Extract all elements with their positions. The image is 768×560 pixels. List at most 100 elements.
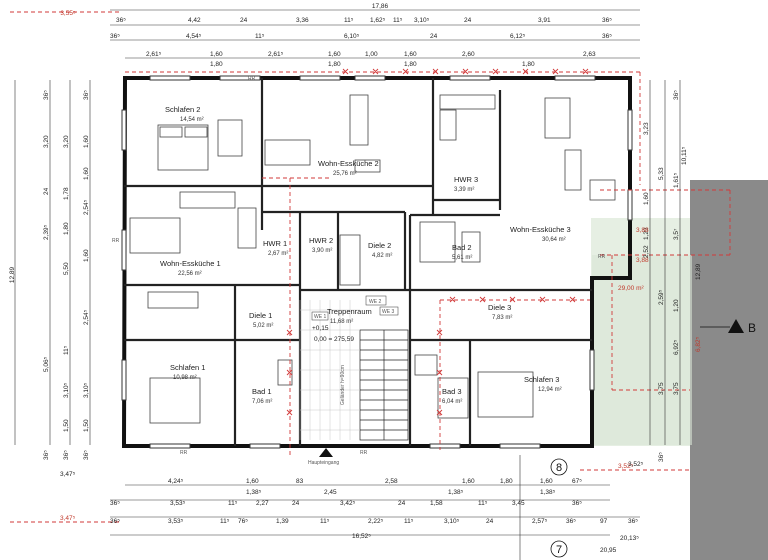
dim-bottom-red-left: 3,47⁵ [60, 515, 76, 522]
dim-right-red: 3,88 6,82⁵ 3,52⁵ [618, 227, 702, 470]
room-label: Diele 1 [249, 311, 272, 320]
svg-text:2,57⁵: 2,57⁵ [532, 518, 548, 525]
annotations: WE 2 WE 1 WE 3 +0,15 0,00 = 275,59 Gelän… [112, 76, 644, 466]
svg-text:2,61⁵: 2,61⁵ [146, 51, 162, 58]
room-area: 6,04 m² [442, 399, 462, 405]
grid-axis-8: 8 [550, 458, 568, 476]
section-marker: B [700, 319, 756, 335]
svg-text:24: 24 [240, 17, 248, 24]
svg-text:3,88: 3,88 [636, 227, 649, 234]
svg-text:1,80: 1,80 [63, 222, 70, 235]
svg-text:1,60: 1,60 [210, 51, 223, 58]
svg-text:36⁵: 36⁵ [110, 33, 120, 40]
svg-text:24: 24 [398, 500, 406, 507]
svg-text:1,80: 1,80 [328, 61, 341, 68]
svg-text:3,5⁷: 3,5⁷ [673, 228, 680, 240]
svg-text:1,60: 1,60 [83, 249, 90, 262]
rr-marker: RR [598, 254, 606, 260]
level-marker: +0,15 [312, 325, 329, 332]
room-area: 3,90 m² [312, 248, 332, 254]
svg-text:7: 7 [556, 544, 562, 556]
room-label: HWR 2 [309, 236, 333, 245]
svg-text:36⁵: 36⁵ [63, 450, 70, 460]
svg-text:1,60: 1,60 [404, 51, 417, 58]
svg-text:36⁵: 36⁵ [116, 17, 126, 24]
rr-marker: RR [248, 76, 256, 82]
room-label: HWR 1 [263, 239, 287, 248]
dim-bottom-row-1b: 1,38⁵ 2,45 1,38⁵ 1,38⁵ [246, 489, 556, 496]
svg-text:1,20: 1,20 [673, 299, 680, 312]
dim-row-3b: 1,80 1,80 1,80 1,80 [210, 61, 535, 68]
room-area: 4,82 m² [372, 253, 392, 259]
room-area: 5,02 m² [253, 323, 273, 329]
svg-text:36⁵: 36⁵ [43, 90, 50, 100]
svg-text:36⁵: 36⁵ [83, 450, 90, 460]
level-datum: 0,00 = 275,59 [314, 336, 354, 343]
rr-marker: RR [360, 450, 368, 456]
room-area: 30,64 m² [542, 237, 566, 243]
svg-text:1,38⁵: 1,38⁵ [246, 489, 262, 496]
section-arrow-icon [728, 319, 744, 333]
svg-text:4,42: 4,42 [188, 17, 201, 24]
room-area: 7,06 m² [252, 399, 272, 405]
svg-text:83: 83 [296, 478, 304, 485]
room-area: 10,98 m² [173, 375, 197, 381]
dim-row-1: 36⁵ 4,42 24 3,36 11⁵ 1,62⁵ 11⁵ 3,10⁵ 24 … [116, 17, 612, 24]
dim-right-a: 3,23 5,33 1,60 1,23 2,52 2,59⁵ 3,75 36⁵ [643, 122, 665, 462]
room-area: 3,39 m² [454, 187, 474, 193]
svg-text:2,45: 2,45 [324, 489, 337, 496]
svg-text:36⁵: 36⁵ [83, 90, 90, 100]
room-label: Bad 2 [452, 243, 472, 252]
dim-right-c: 10,11⁵ 3,88 12,89 [636, 146, 702, 280]
room-area: 5,61 m² [452, 255, 472, 261]
stair-note: Geländer h=90cm [340, 365, 346, 405]
svg-text:8: 8 [556, 462, 562, 474]
svg-text:3,75: 3,75 [673, 382, 680, 395]
room-label: Treppenraum [327, 307, 372, 316]
dim-bottom-left: 3,47⁵ [60, 471, 76, 478]
entrance-arrow-icon [319, 448, 333, 457]
svg-text:2,52: 2,52 [643, 245, 650, 258]
room-area: 2,67 m² [268, 251, 288, 257]
svg-text:1,50: 1,50 [83, 419, 90, 432]
dim-row-3a: 2,61⁵ 1,60 2,61⁵ 1,60 1,00 1,60 2,60 2,6… [146, 51, 596, 58]
dim-bottom-overall: 16,52⁵ [352, 533, 371, 540]
rr-marker: RR [112, 238, 120, 244]
svg-text:1,60: 1,60 [83, 167, 90, 180]
svg-text:20,13⁵: 20,13⁵ [620, 535, 639, 542]
svg-text:6,10⁵: 6,10⁵ [344, 33, 360, 40]
dim-left-b: 3,20 1,78 5,50 1,80 11⁵ 3,10⁵ 1,50 36⁵ [63, 135, 70, 460]
svg-text:11⁵: 11⁵ [63, 345, 70, 355]
svg-text:36⁵: 36⁵ [658, 452, 665, 462]
svg-text:1,80: 1,80 [404, 61, 417, 68]
unit-label-we2: WE 2 [369, 299, 381, 305]
svg-text:36⁵: 36⁵ [602, 17, 612, 24]
svg-text:2,58: 2,58 [385, 478, 398, 485]
svg-text:12,89: 12,89 [695, 263, 702, 280]
svg-text:11⁵: 11⁵ [393, 17, 403, 24]
svg-text:6,92⁵: 6,92⁵ [673, 339, 680, 355]
svg-text:2,27: 2,27 [256, 500, 269, 507]
grid-axis-7: 7 [550, 540, 568, 558]
svg-text:3,10⁵: 3,10⁵ [414, 17, 430, 24]
exterior-walls [121, 76, 632, 448]
svg-text:3,20: 3,20 [43, 135, 50, 148]
entrance-label: Haupteingang [308, 460, 339, 466]
svg-text:2,59⁵: 2,59⁵ [658, 289, 665, 305]
svg-text:11⁵: 11⁵ [404, 518, 414, 525]
svg-text:1,80: 1,80 [210, 61, 223, 68]
svg-text:36⁵: 36⁵ [110, 518, 120, 525]
svg-text:6,82⁵: 6,82⁵ [695, 336, 702, 352]
svg-text:36⁵: 36⁵ [673, 90, 680, 100]
room-labels: Schlafen 2 14,54 m² Wohn-Essküche 2 25,7… [160, 105, 571, 405]
svg-text:3,53⁵: 3,53⁵ [168, 518, 184, 525]
red-markup [10, 11, 731, 523]
room-area: 22,56 m² [178, 271, 202, 277]
svg-text:24: 24 [464, 17, 472, 24]
furniture [129, 94, 616, 424]
svg-text:1,80: 1,80 [500, 478, 513, 485]
staircase [359, 329, 409, 441]
svg-text:1,60: 1,60 [328, 51, 341, 58]
svg-text:4,24⁵: 4,24⁵ [168, 478, 184, 485]
svg-text:3,42⁵: 3,42⁵ [340, 500, 356, 507]
